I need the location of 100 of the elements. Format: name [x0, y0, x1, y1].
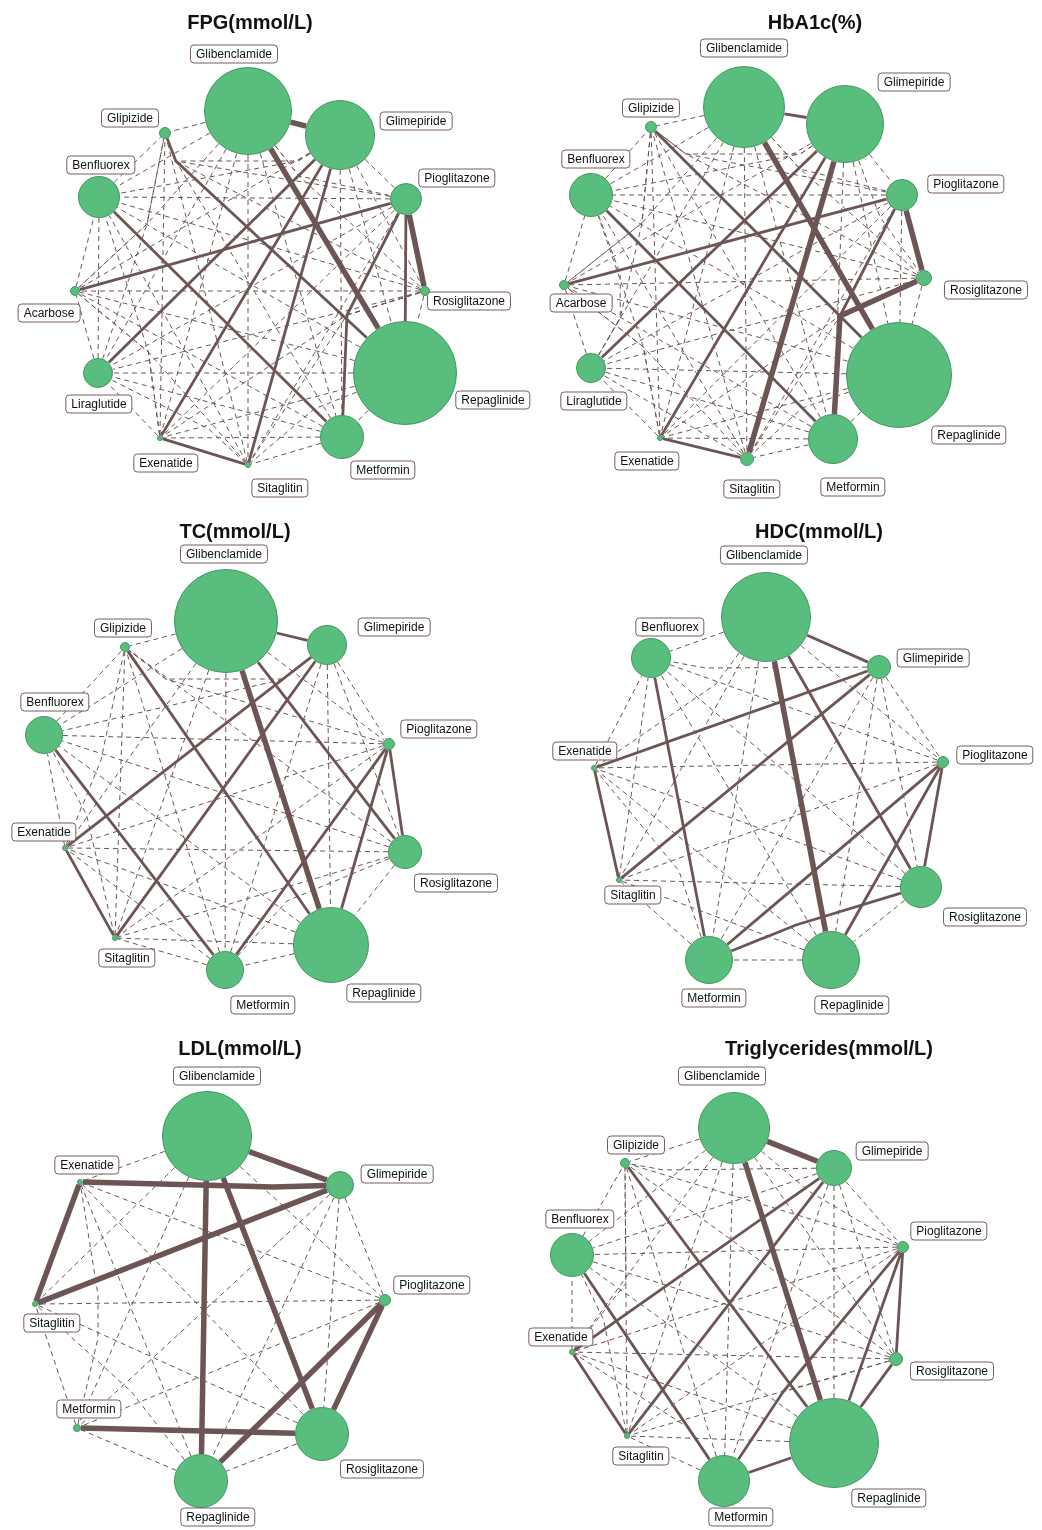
dashed-line: [660, 674, 817, 936]
dashed-line: [594, 675, 643, 766]
drug-label: Benfluorex: [561, 149, 631, 169]
dashed-line: [574, 1352, 792, 1429]
drug-label: Liraglutide: [65, 394, 133, 414]
dashed-line: [36, 1305, 185, 1461]
connector-line: [573, 1177, 821, 1352]
dashed-line: [567, 132, 651, 283]
panel-title: FPG(mmol/L): [187, 10, 313, 34]
dashed-line: [899, 210, 903, 323]
drug-label: Exenatide: [552, 741, 618, 761]
connector-line: [654, 130, 863, 339]
dashed-line: [669, 631, 725, 652]
dashed-line: [37, 1304, 298, 1424]
dashed-line: [629, 1138, 701, 1162]
connector-line: [787, 655, 912, 870]
dashed-line: [753, 444, 810, 458]
dashed-line: [750, 208, 895, 454]
dashed-line: [653, 131, 821, 418]
connector-line: [600, 150, 818, 359]
connector-line: [572, 1353, 627, 1435]
dashed-line: [621, 763, 938, 880]
dashed-line: [97, 217, 100, 359]
dashed-line: [212, 1197, 335, 1458]
dashed-line: [743, 147, 748, 453]
dashed-line: [323, 1198, 340, 1408]
dashed-line: [333, 663, 400, 837]
dashed-line: [267, 651, 385, 741]
dashed-line: [595, 769, 809, 943]
dashed-line: [605, 131, 648, 179]
dashed-line: [128, 649, 384, 743]
dashed-line: [79, 290, 421, 292]
dashed-line: [655, 130, 918, 275]
dashed-line: [82, 1182, 380, 1299]
connector-line: [115, 660, 317, 937]
drug-label: Rosiglitazone: [910, 1361, 994, 1381]
drug-label: Repaglinide: [346, 983, 422, 1003]
dashed-line: [356, 409, 369, 422]
dashed-line: [626, 1167, 717, 1457]
drug-label: Repaglinide: [931, 425, 1007, 445]
dashed-line: [601, 378, 659, 437]
connector-line: [895, 1252, 904, 1353]
drug-label: Benfluorex: [20, 692, 90, 712]
dashed-line: [596, 761, 938, 769]
drug-label: Metformin: [708, 1507, 774, 1527]
dashed-line: [80, 1184, 192, 1457]
drug-label: Acarbose: [549, 293, 613, 313]
dashed-line: [129, 633, 177, 647]
dashed-line: [650, 132, 661, 436]
connector-line: [36, 1187, 328, 1306]
dashed-line: [274, 145, 422, 289]
connector-line: [80, 1425, 296, 1437]
connector-line: [33, 1183, 82, 1303]
dashed-line: [112, 372, 354, 374]
dashed-line: [114, 651, 126, 936]
drug-label: Glipizide: [101, 108, 159, 128]
connector-line: [126, 650, 311, 915]
dashed-line: [609, 126, 709, 185]
dashed-line: [250, 442, 322, 465]
dashed-line: [115, 669, 210, 936]
dashed-line: [732, 959, 803, 961]
connector-line: [766, 1138, 819, 1164]
dashed-line: [665, 670, 906, 874]
dashed-line: [66, 662, 197, 847]
connector-line: [162, 437, 246, 466]
dashed-line: [592, 1261, 890, 1358]
connector-line: [239, 669, 322, 910]
connector-line: [742, 1161, 824, 1401]
dashed-line: [110, 379, 247, 464]
drug-label: Glipizide: [622, 98, 680, 118]
dashed-line: [78, 292, 324, 427]
connector-line: [737, 1250, 901, 1461]
dashed-line: [604, 371, 810, 433]
drug-label: Glimepiride: [379, 111, 453, 131]
connector-line: [198, 1180, 209, 1455]
drug-label: Repaglinide: [814, 995, 890, 1015]
dashed-line: [239, 1166, 382, 1297]
connector-line: [341, 212, 400, 416]
drug-label: Sitaglitin: [723, 479, 781, 499]
connector-line: [746, 160, 837, 454]
dashed-line: [754, 1157, 893, 1354]
dashed-line: [593, 1246, 898, 1255]
panel-title: HDC(mmol/L): [755, 519, 883, 543]
connector-line: [165, 138, 368, 339]
drug-label: Glipizide: [94, 618, 152, 638]
connector-line: [289, 119, 307, 129]
dashed-line: [574, 1248, 898, 1352]
dashed-line: [589, 1267, 798, 1418]
connector-line: [726, 764, 940, 946]
dashed-line: [337, 661, 387, 740]
drug-label: Pioglitazone: [927, 174, 1005, 194]
dashed-line: [629, 1435, 790, 1442]
connector-line: [406, 214, 427, 287]
dashed-line: [573, 1156, 714, 1351]
dashed-line: [833, 1185, 835, 1399]
dashed-line: [364, 158, 395, 189]
drug-label: Metformin: [681, 988, 747, 1008]
drug-label: Glibenclamide: [678, 1066, 766, 1086]
dashed-line: [597, 215, 660, 436]
panel-title: Triglycerides(mmol/L): [725, 1036, 933, 1060]
